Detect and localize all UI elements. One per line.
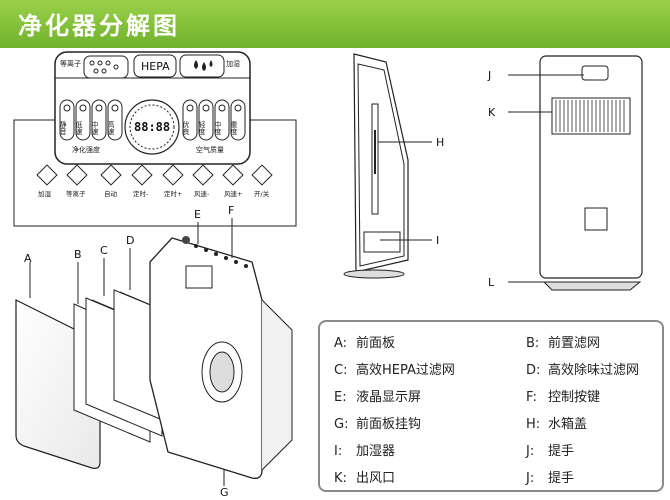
legend-item-humidifier: I:加湿器 [334, 444, 396, 459]
svg-text:风速-: 风速- [194, 190, 210, 198]
svg-text:开/关: 开/关 [254, 189, 270, 198]
legend-item-front-panel: A:前面板 [334, 336, 396, 351]
fan-icon [111, 104, 119, 112]
legend-item-pre-filter: B:前置滤网 [526, 336, 601, 351]
button-humidify[interactable]: 加湿 [36, 164, 58, 198]
control-panel: 等离子 HEPA 加湿 静音 低速 中速 [54, 51, 251, 165]
page-title: 净化器分解图 [18, 12, 180, 40]
display-ring [124, 99, 180, 155]
svg-text:加湿: 加湿 [38, 189, 52, 198]
callout-G: G [220, 486, 229, 499]
callout-K: K [488, 106, 496, 119]
button-plasma[interactable]: 等离子 [66, 164, 88, 198]
quality-label-good: 优良 [182, 120, 190, 136]
quality-label-moderate: 中度 [214, 120, 222, 136]
quality-label-severe: 重度 [230, 121, 238, 136]
callout-F: F [228, 204, 234, 217]
mode-label-low: 低速 [75, 120, 83, 136]
face-icon [234, 104, 242, 112]
svg-text:等离子: 等离子 [66, 189, 86, 198]
face-icon [202, 104, 210, 112]
air-outlet-grille [551, 97, 631, 135]
mode-label-mid: 中速 [91, 120, 99, 136]
handle [581, 65, 609, 81]
face-icon [218, 104, 226, 112]
caption-purify-strength: 净化强度 [72, 145, 100, 154]
fan-icon [95, 104, 103, 112]
caption-air-quality: 空气质量 [196, 145, 224, 154]
legend-item-air-outlet: K:出风口 [334, 471, 396, 486]
button-power[interactable]: 开/关 [251, 164, 273, 198]
button-fan-down[interactable]: 风速- [192, 164, 214, 198]
panel-humidify-label: 加湿 [226, 59, 240, 68]
plasma-icon [83, 55, 129, 79]
callout-I: I [436, 234, 439, 247]
legend-item-hepa-filter: C:高效HEPA过滤网 [334, 363, 455, 378]
legend-item-handle-2: J:提手 [526, 471, 575, 486]
fan-wheel [201, 341, 243, 403]
svg-text:定时-: 定时- [133, 189, 149, 198]
svg-text:风速+: 风速+ [224, 190, 242, 198]
legend-item-lcd-display: E:液晶显示屏 [334, 390, 422, 405]
display-digits: 88:88 [134, 120, 170, 134]
callout-B: B [74, 248, 82, 261]
title-banner: 净化器分解图 [0, 0, 670, 48]
button-timer-up[interactable]: 定时+ [162, 164, 184, 198]
main-body [149, 236, 293, 479]
legend-item-control-keys: F:控制按键 [526, 390, 601, 405]
svg-text:自动: 自动 [104, 189, 118, 198]
callout-C: C [100, 244, 108, 257]
exploded-diagram: 等离子 HEPA 加湿 静音 低速 中速 [13, 51, 643, 499]
panel-plasma-label: 等离子 [60, 59, 81, 68]
legend-item-tank-cover: H:水箱盖 [526, 417, 588, 432]
legend-item-handle: J:提手 [526, 444, 575, 459]
humidify-drop-icon [179, 54, 225, 78]
legend-item-panel-hook: G:前面板挂钩 [334, 417, 422, 432]
panel-buttons: 加湿 等离子 自动 定时- 定时+ 风速- 风速+ 开/关 [36, 164, 273, 198]
svg-text:定时+: 定时+ [164, 189, 182, 198]
side-view [343, 53, 409, 279]
hepa-badge [133, 54, 177, 78]
fan-icon [63, 104, 71, 112]
button-fan-up[interactable]: 风速+ [222, 164, 244, 198]
mode-label-high: 高速 [107, 120, 115, 136]
callout-A: A [24, 252, 32, 265]
legend-item-odor-filter: D:高效除味过滤网 [526, 363, 640, 378]
callout-J: J [487, 69, 491, 82]
callout-L: L [488, 276, 495, 289]
back-view [539, 55, 643, 291]
parts-legend: A:前面板 B:前置滤网 C:高效HEPA过滤网 D:高效除味过滤网 E:液晶显… [318, 320, 664, 492]
hepa-label: HEPA [141, 60, 170, 73]
face-icon [186, 104, 194, 112]
mode-label-silent: 静音 [59, 120, 67, 136]
callout-H: H [436, 136, 444, 149]
base [542, 281, 642, 291]
fan-icon [79, 104, 87, 112]
quality-label-light: 轻度 [198, 120, 206, 136]
button-timer-down[interactable]: 定时- [131, 164, 153, 198]
button-auto[interactable]: 自动 [100, 164, 122, 198]
callout-D: D [126, 234, 134, 247]
callout-E: E [194, 208, 201, 221]
